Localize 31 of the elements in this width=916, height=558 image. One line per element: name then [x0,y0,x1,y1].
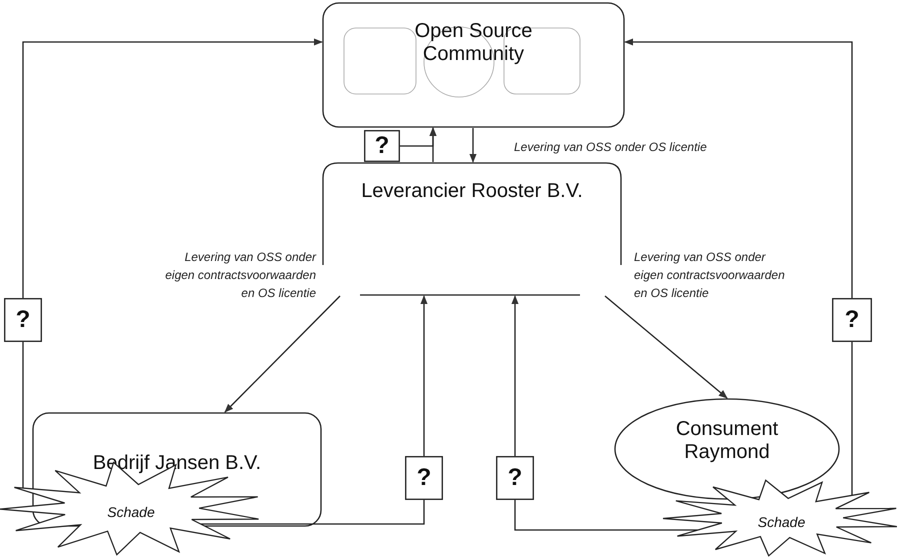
arrow [22,38,323,298]
starburst-shape [663,480,900,556]
question-box [4,298,42,342]
open-box [322,162,622,296]
rounded-box [322,2,625,128]
node-label: Schade [107,504,155,521]
edge-label: Levering van OSS onder eigen contractsvoorwaarden en OS licentie [634,249,786,302]
node-label: Consument Raymond [674,418,780,464]
question-box [832,298,872,342]
arrow [604,296,728,399]
edge-label: Levering van OSS onder OS licentie [514,139,708,156]
node-label: Leverancier Rooster B.V. [361,180,583,203]
node-label: ? [16,306,30,334]
arrow [469,128,477,163]
node-label: ? [416,464,432,492]
node-label: Open Source Community [414,20,534,66]
node-label: Bedrijf Jansen B.V. [92,452,262,475]
arrow [429,127,437,162]
arrow [511,295,519,456]
node-label: ? [508,464,522,492]
node-label: ? [374,132,390,160]
ellipse-shape [614,398,840,500]
arrow [224,296,340,413]
question-box [405,456,443,500]
arrow [624,38,853,298]
question-box [496,456,534,500]
question-box [364,130,400,162]
arrow [420,295,428,456]
node-label: ? [844,306,860,334]
node-label: Schade [758,514,806,530]
edge-label: Levering van OSS onder eigen contractsvoorwaarden en OS licentie [164,249,316,302]
